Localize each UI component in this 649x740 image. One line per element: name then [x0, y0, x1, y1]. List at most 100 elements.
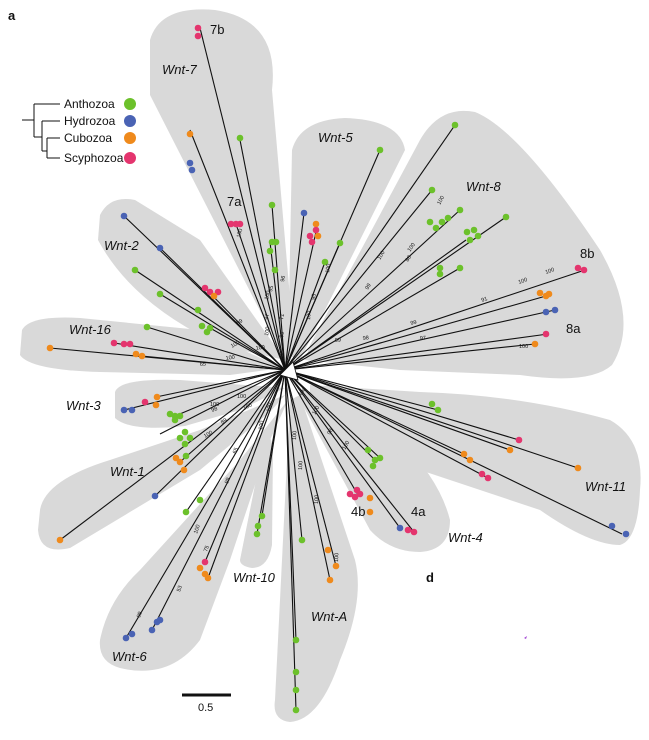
support-value: 100	[407, 242, 417, 253]
tip-cubozoa	[314, 232, 322, 240]
tip-hydrozoa	[156, 616, 164, 624]
clade-label-wnt-2: Wnt-2	[104, 238, 139, 253]
tip-scyphozoa	[206, 288, 214, 296]
branch	[284, 369, 511, 451]
support-value: 65	[200, 361, 207, 368]
branch	[159, 369, 286, 435]
support-value: 88	[405, 255, 413, 263]
clade-region-wnt-5	[288, 118, 405, 360]
tip-cubozoa	[196, 564, 204, 572]
support-value: 100	[193, 524, 202, 535]
support-value: 53	[176, 585, 184, 593]
tip-anthozoa	[258, 512, 266, 520]
tip-layer	[46, 24, 630, 714]
support-value: 100	[334, 553, 340, 562]
support-value: 100	[237, 394, 246, 400]
inset-marker	[524, 636, 527, 639]
tip-cubozoa	[210, 292, 218, 300]
tip-cubozoa	[153, 393, 161, 401]
support-value: 100	[225, 354, 235, 362]
clade-region-wnt-1	[38, 395, 285, 550]
tip-anthozoa	[266, 247, 274, 255]
branch	[113, 342, 286, 371]
tip-scyphozoa	[404, 526, 412, 534]
tip-anthozoa	[166, 410, 174, 418]
branch	[151, 369, 286, 631]
tip-scyphozoa	[194, 24, 202, 32]
branch	[235, 223, 286, 371]
support-value: 100	[325, 263, 332, 273]
tip-hydrozoa	[396, 524, 404, 532]
tip-scyphozoa	[312, 226, 320, 234]
support-value: 100	[297, 387, 308, 398]
tip-scyphozoa	[542, 330, 550, 338]
tip-anthozoa	[426, 218, 434, 226]
support-value: 100	[266, 402, 274, 412]
tip-scyphozoa	[580, 266, 588, 274]
legend-dot-anthozoa	[124, 98, 136, 110]
support-value: 100	[298, 461, 304, 470]
tip-scyphozoa	[126, 340, 134, 348]
branch	[207, 369, 286, 579]
tip-anthozoa	[194, 306, 202, 314]
branch	[159, 247, 286, 371]
tip-cubozoa	[56, 536, 64, 544]
tip-anthozoa	[203, 328, 211, 336]
support-value: 96	[280, 275, 287, 282]
tip-cubozoa	[186, 130, 194, 138]
clade-label-wnt-5: Wnt-5	[318, 130, 353, 145]
legend-label-scyphozoa: Scyphozoa	[64, 151, 124, 165]
branch	[141, 355, 286, 371]
branch	[284, 242, 341, 371]
tip-anthozoa	[181, 440, 189, 448]
branch	[284, 212, 305, 371]
tip-anthozoa	[254, 522, 262, 530]
support-value: 100	[545, 267, 556, 276]
support-value: 100	[519, 344, 528, 350]
branch	[179, 369, 286, 463]
branch	[154, 369, 286, 497]
branch	[155, 369, 286, 398]
tip-hydrozoa	[608, 522, 616, 530]
clade-region-wnt-4	[300, 390, 450, 552]
branch	[123, 369, 286, 411]
tip-hydrozoa	[188, 166, 196, 174]
tip-anthozoa	[271, 266, 279, 274]
taxon-legend: Anthozoa Hydrozoa Cubozoa Scyphozoa	[22, 97, 136, 165]
support-value: 89	[220, 417, 228, 425]
support-value: 65	[232, 447, 240, 455]
branch	[284, 369, 337, 567]
tip-hydrozoa	[128, 406, 136, 414]
clade-label-wnt-1: Wnt-1	[110, 464, 145, 479]
tip-anthozoa	[198, 322, 206, 330]
clade-label-wnt-6: Wnt-6	[112, 649, 147, 664]
branch	[284, 309, 556, 371]
clade-label-layer: Wnt-7 Wnt-5 Wnt-8 Wnt-2 Wnt-16 Wnt-3 Wnt…	[66, 62, 626, 664]
tip-anthozoa	[253, 530, 261, 538]
clade-label-wnt-10: Wnt-10	[233, 570, 276, 585]
tip-anthozoa	[292, 706, 300, 714]
tip-anthozoa	[196, 496, 204, 504]
support-value: 98	[211, 406, 219, 414]
subclade-label-4a: 4a	[411, 504, 426, 519]
support-value: 100	[264, 290, 272, 300]
support-value: 100	[436, 195, 446, 206]
tip-cubozoa	[46, 344, 54, 352]
branch	[284, 369, 381, 459]
subclade-label-8a: 8a	[566, 321, 581, 336]
support-value: 100	[210, 402, 219, 408]
support-value: 100	[377, 250, 387, 261]
tip-hydrozoa	[156, 244, 164, 252]
branch	[284, 333, 549, 371]
support-value: 100	[306, 310, 313, 320]
support-value: 99	[224, 477, 232, 485]
tip-anthozoa	[292, 668, 300, 676]
branch	[284, 261, 326, 371]
branch	[284, 124, 456, 371]
tip-cubozoa	[545, 290, 553, 298]
tip-anthozoa	[186, 434, 194, 442]
legend-dot-scyphozoa	[124, 152, 136, 164]
branch	[134, 269, 286, 371]
clade-region-wnt-11	[310, 385, 641, 545]
